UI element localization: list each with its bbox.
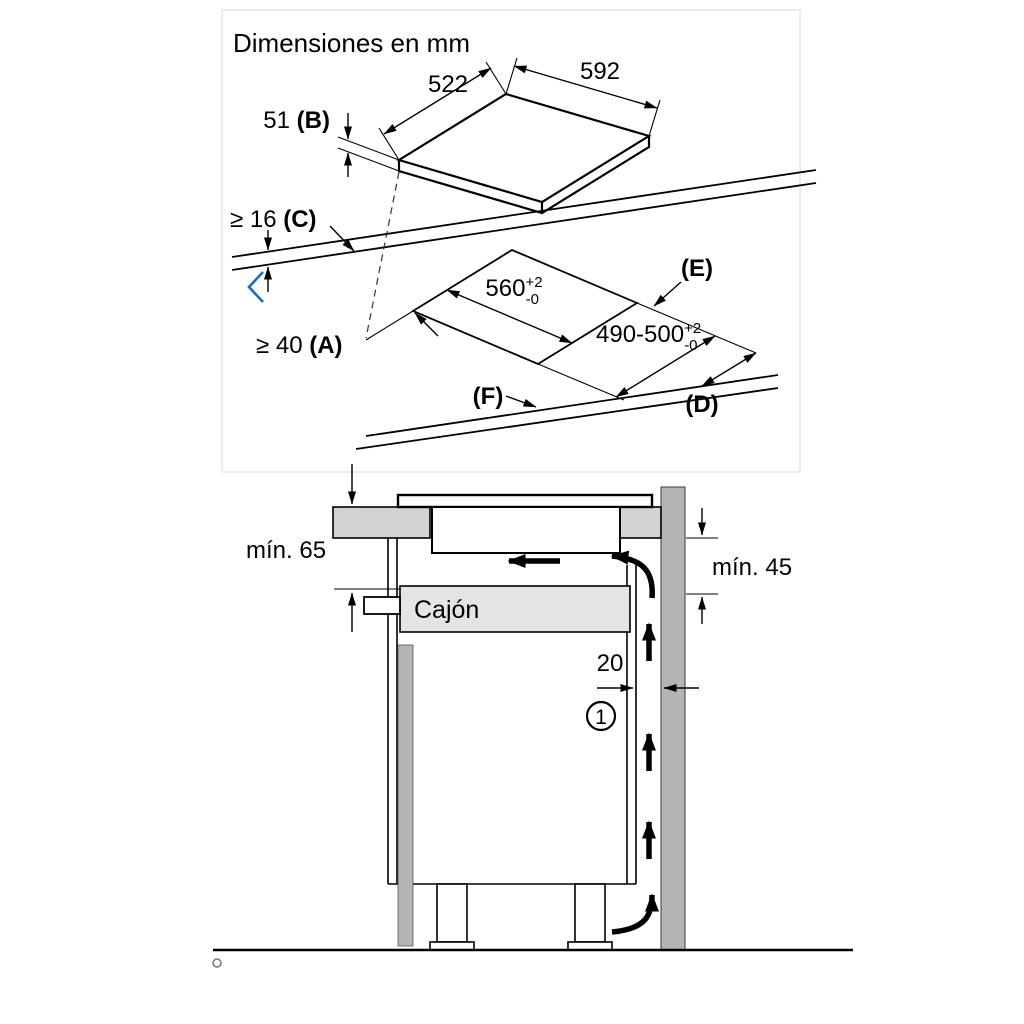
worktop-section-right [619, 506, 662, 539]
dim-51b-label: 51 (B) [263, 107, 330, 134]
dim-490-500-label: 490-500+2-0 [596, 320, 701, 354]
callout-1-circle [585, 700, 617, 732]
footer-mark [212, 958, 222, 968]
dim-490-500: 490-500+2-0 [537, 302, 757, 401]
hob-body [431, 506, 621, 554]
figure-bottom: Cajón mín. 65 mín. 45 20 1 [212, 464, 853, 968]
dim-560: 560+2-0 [446, 274, 573, 344]
dim-40a-label: ≥ 40 (A) [256, 332, 343, 359]
dim-560-label: 560+2-0 [485, 274, 542, 308]
drawer: Cajón [363, 585, 631, 633]
svg-text:(D): (D) [685, 391, 718, 418]
cabinet-leg-right [574, 883, 606, 943]
figure-top: Dimensiones en mm 522 592 51 (B) [221, 9, 817, 473]
cooktop-top-face [396, 92, 652, 204]
figure-frame [221, 9, 801, 473]
dim-min65: mín. 65 [246, 464, 400, 632]
svg-text:(F): (F) [473, 383, 504, 410]
callout-1-number: 1 [595, 706, 607, 729]
dim-min45: mín. 45 [686, 508, 792, 624]
worktop-section-left [332, 506, 431, 539]
dim-522-label: 522 [428, 71, 468, 98]
drawer-label: Cajón [414, 596, 479, 624]
cooktop [396, 92, 652, 215]
dim-20: 20 [597, 650, 699, 692]
dim-20-label: 20 [597, 650, 624, 677]
label-f: (F) [473, 383, 537, 410]
dim-592: 592 [505, 57, 661, 137]
dim-min65-label: mín. 65 [246, 537, 326, 564]
dim-592-label: 592 [580, 58, 620, 85]
dim-16c-label: ≥ 16 (C) [230, 206, 317, 233]
dim-40a: ≥ 40 (A) [256, 225, 439, 359]
dim-min45-label: mín. 45 [712, 554, 792, 581]
airflow-arrow-curve-top [610, 550, 655, 599]
label-d: (D) [685, 352, 757, 418]
callout-1-badge: 1 [585, 700, 617, 732]
dim-51b: 51 (B) [263, 107, 400, 177]
svg-text:(E): (E) [681, 255, 713, 282]
cabinet-panel-strip [397, 644, 414, 947]
label-e: (E) [653, 255, 713, 307]
figure-title: Dimensiones en mm [233, 28, 470, 58]
drawer-handle [363, 596, 401, 615]
cabinet-leg-left [436, 883, 468, 943]
edge-highlight-chevron [247, 271, 264, 303]
wall-section [660, 486, 686, 951]
hob-glass [396, 493, 654, 509]
dim-16c: ≥ 16 (C) [230, 206, 317, 292]
airflow-arrows [507, 550, 659, 935]
worktop-rear-edge [231, 169, 817, 271]
projection-dashed-line [365, 171, 400, 339]
drawer-box [399, 585, 631, 633]
dim-522: 522 [378, 61, 507, 161]
airflow-arrow-curve-bottom [611, 893, 659, 935]
